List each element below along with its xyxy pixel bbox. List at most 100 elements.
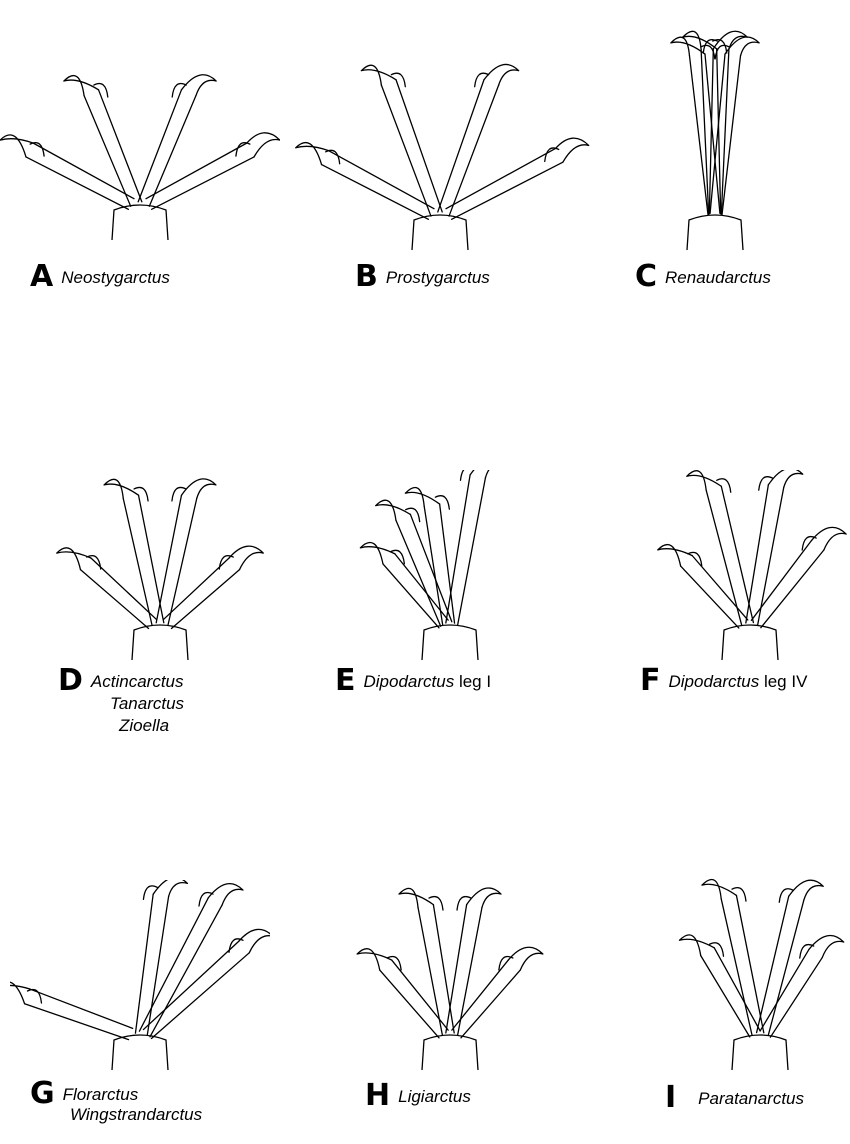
leg-outline xyxy=(111,1034,169,1070)
digit-outline xyxy=(709,53,742,216)
digit-outline xyxy=(380,79,443,217)
digit-outline xyxy=(688,53,721,216)
claw-hook xyxy=(246,132,280,158)
claw-drawing-b xyxy=(295,63,590,250)
digit-outline xyxy=(83,89,143,207)
panel-letter: A xyxy=(30,259,54,294)
claw-hook xyxy=(180,74,217,97)
genus-name: Dipodarctus xyxy=(668,672,760,691)
genus-name: Zioella xyxy=(119,716,170,735)
claw-hook xyxy=(63,74,100,97)
digit-outline xyxy=(700,947,761,1038)
genus-name: Tanarctus xyxy=(110,694,185,713)
claw-drawing-h xyxy=(356,887,544,1070)
claw-hook xyxy=(507,946,544,971)
claw-hook xyxy=(554,137,590,163)
accessory-claw xyxy=(700,44,716,60)
digit-outline xyxy=(750,539,825,629)
accessory-claw xyxy=(428,895,444,911)
accessory-claw xyxy=(758,476,774,491)
panel-letter: F xyxy=(640,663,661,698)
leg-label: leg IV xyxy=(763,672,808,691)
accessory-claw xyxy=(386,955,402,971)
accessory-claw xyxy=(731,887,747,902)
digit-outline xyxy=(79,557,158,630)
digit-outline xyxy=(122,494,165,626)
accessory-claw xyxy=(714,44,730,60)
genus-name: Neostygarctus xyxy=(61,268,170,287)
accessory-claw xyxy=(235,141,251,157)
panel-label-a: A Neostygarctus xyxy=(30,262,170,292)
accessory-claw xyxy=(142,885,159,901)
claw-hook xyxy=(228,545,264,571)
claw-drawing-a xyxy=(0,74,280,240)
accessory-claw xyxy=(218,554,234,570)
digit-outline xyxy=(145,142,255,210)
claw-hook xyxy=(238,928,270,954)
genus-name: Wingstrandarctus xyxy=(70,1105,203,1124)
claw-hook xyxy=(767,470,804,489)
accessory-claw xyxy=(171,82,187,98)
digit-outline xyxy=(379,959,449,1039)
genus-name: Paratanarctus xyxy=(698,1089,805,1108)
digit-outline xyxy=(142,940,250,1040)
digit-outline xyxy=(759,948,823,1038)
claw-hook xyxy=(465,887,502,908)
claw-hook xyxy=(295,141,330,166)
digit-outline xyxy=(134,893,170,1036)
claw-hook xyxy=(788,879,824,901)
accessory-claw xyxy=(389,549,406,565)
panel-letter: H xyxy=(365,1078,391,1113)
accessory-claw xyxy=(133,486,149,502)
accessory-claw xyxy=(702,38,718,54)
accessory-claw xyxy=(459,470,465,481)
digit-outline xyxy=(417,903,455,1036)
leg-outline xyxy=(131,624,189,660)
leg-outline xyxy=(421,1034,479,1070)
accessory-claw xyxy=(29,141,45,157)
panel-label-f: F Dipodarctus leg IV xyxy=(640,666,808,696)
panel-letter: C xyxy=(635,259,658,294)
claw-hook xyxy=(724,36,760,57)
claw-hook xyxy=(10,981,31,1005)
leg-outline xyxy=(731,1034,789,1070)
claw-hook xyxy=(360,64,397,86)
digit-outline xyxy=(708,48,730,215)
genus-name: Actincarctus xyxy=(90,672,184,691)
genus-name: Florarctus xyxy=(62,1085,139,1104)
digit-outline xyxy=(445,147,564,220)
claw-drawing-d xyxy=(56,478,264,660)
accessory-claw xyxy=(778,888,794,903)
panel-letter: G xyxy=(30,1076,55,1111)
digit-outline xyxy=(679,554,749,629)
claw-hook xyxy=(0,134,34,158)
accessory-claw xyxy=(171,486,187,502)
digit-outline xyxy=(445,474,487,626)
claw-drawing-e xyxy=(359,470,490,660)
leg-label: leg I xyxy=(458,672,492,691)
claw-hook xyxy=(810,526,847,551)
digit-outline xyxy=(162,557,241,630)
accessory-claw xyxy=(434,495,451,510)
digit-outline xyxy=(700,48,722,215)
accessory-claw xyxy=(405,507,421,523)
accessory-claw xyxy=(544,147,560,163)
accessory-claw xyxy=(498,955,514,971)
digit-outline xyxy=(755,895,805,1037)
accessory-claw xyxy=(86,554,102,570)
leg-outline xyxy=(686,214,744,250)
genus-name: Prostygarctus xyxy=(385,268,490,287)
digit-outline xyxy=(705,485,755,627)
digit-outline xyxy=(138,897,223,1038)
claw-hook xyxy=(701,878,738,900)
digit-outline xyxy=(395,513,453,627)
digit-outline xyxy=(23,988,134,1041)
claw-drawing-i xyxy=(678,878,845,1070)
accessory-claw xyxy=(801,535,817,551)
digit-outline xyxy=(320,150,435,220)
